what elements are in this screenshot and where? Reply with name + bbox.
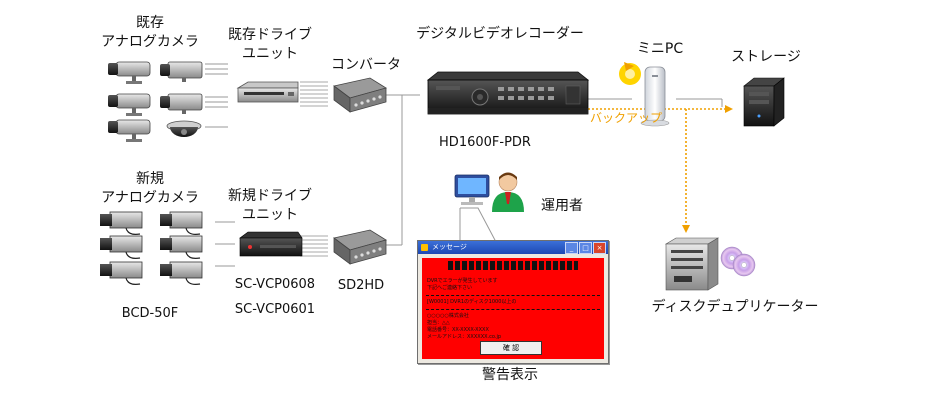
close-icon[interactable]: ×	[593, 242, 606, 254]
box-camera-icon	[160, 235, 203, 259]
warning-line: 電話番号：XX-XXXX-XXXX	[427, 327, 489, 333]
window-controls: _□×	[564, 242, 606, 255]
warning-line: [W0001] DVR1のディスク1000以上の	[427, 299, 517, 305]
converter-label: コンバータ	[331, 57, 401, 73]
mini-pc-icon	[640, 66, 670, 127]
message-icon	[421, 244, 428, 251]
existing-drive-unit-icon	[236, 81, 299, 103]
new-drive-unit-icon	[239, 231, 303, 257]
storage-icon	[743, 77, 785, 127]
operator-label: 運用者	[541, 198, 583, 214]
camera-model-label: BCD-50F	[121, 306, 179, 321]
disc-duplicator-icon	[664, 237, 720, 291]
duplicator-label: ディスクデュプリケーター	[651, 299, 819, 315]
operator-person-icon	[492, 172, 524, 212]
storage-label: ストレージ	[731, 49, 801, 65]
existing-camera-icons	[108, 61, 203, 142]
box-camera-icon	[100, 261, 143, 285]
warning-line: DVRでエラーが発生しています	[427, 278, 498, 284]
warning-header-graphic	[448, 261, 578, 270]
mini-pc-label: ミニPC	[636, 41, 684, 57]
divider	[426, 309, 600, 310]
box-camera-icon	[160, 261, 203, 285]
operator-monitor-icon	[454, 174, 490, 205]
warning-line: メールアドレス：XXXXXX.co.jp	[427, 334, 502, 340]
warning-line: ○○○○○株式会社	[427, 313, 469, 319]
box-camera-icon	[100, 235, 143, 259]
box-camera-icon	[160, 93, 203, 114]
minimize-icon[interactable]: _	[565, 242, 578, 254]
confirm-button[interactable]: 確 認	[480, 341, 542, 355]
maximize-icon[interactable]: □	[579, 242, 592, 254]
disc-icon	[720, 246, 756, 277]
recorder-label: デジタルビデオレコーダー	[416, 26, 584, 42]
video-recorder-icon	[426, 71, 590, 115]
bullet-camera-icon	[108, 93, 151, 116]
backup-label: バックアップ	[589, 111, 662, 125]
sd2hd-converter-icon	[333, 229, 387, 265]
sd2hd-label: SD2HD	[337, 278, 385, 293]
drive-model-label-1: SC-VCP0608	[234, 277, 316, 292]
new-camera-icons	[100, 211, 203, 285]
backup-arrow-down	[682, 225, 690, 233]
existing-camera-label: 既存アナログカメラ	[101, 15, 199, 50]
warning-window: メッセージ _□× DVRでエラーが発生しています 下記へご連絡下さい [W00…	[417, 240, 609, 364]
connection-lines	[205, 63, 723, 267]
drive-model-label-2: SC-VCP0601	[234, 302, 316, 317]
backup-arrow-right	[725, 105, 733, 113]
warning-line: 下記へご連絡下さい	[427, 285, 473, 291]
bullet-camera-icon	[108, 119, 151, 142]
new-camera-label: 新規アナログカメラ	[101, 171, 199, 206]
box-camera-icon	[100, 211, 143, 235]
converter-icon	[333, 77, 387, 113]
warning-window-titlebar: メッセージ _□×	[418, 241, 608, 254]
box-camera-icon	[160, 211, 203, 235]
new-drive-label: 新規ドライブユニット	[228, 188, 312, 223]
refresh-icon	[619, 62, 641, 85]
bullet-camera-icon	[108, 61, 151, 84]
dome-camera-icon	[166, 120, 202, 137]
box-camera-icon	[160, 61, 203, 82]
recorder-model-label: HD1600F-PDR	[439, 135, 531, 150]
existing-drive-label: 既存ドライブユニット	[228, 27, 312, 62]
warning-display-label: 警告表示	[482, 367, 538, 383]
divider	[426, 295, 600, 296]
warning-line: 担当：△△	[427, 320, 450, 326]
warning-window-title: メッセージ	[432, 243, 467, 251]
warning-window-body: DVRでエラーが発生しています 下記へご連絡下さい [W0001] DVR1のデ…	[422, 258, 604, 359]
